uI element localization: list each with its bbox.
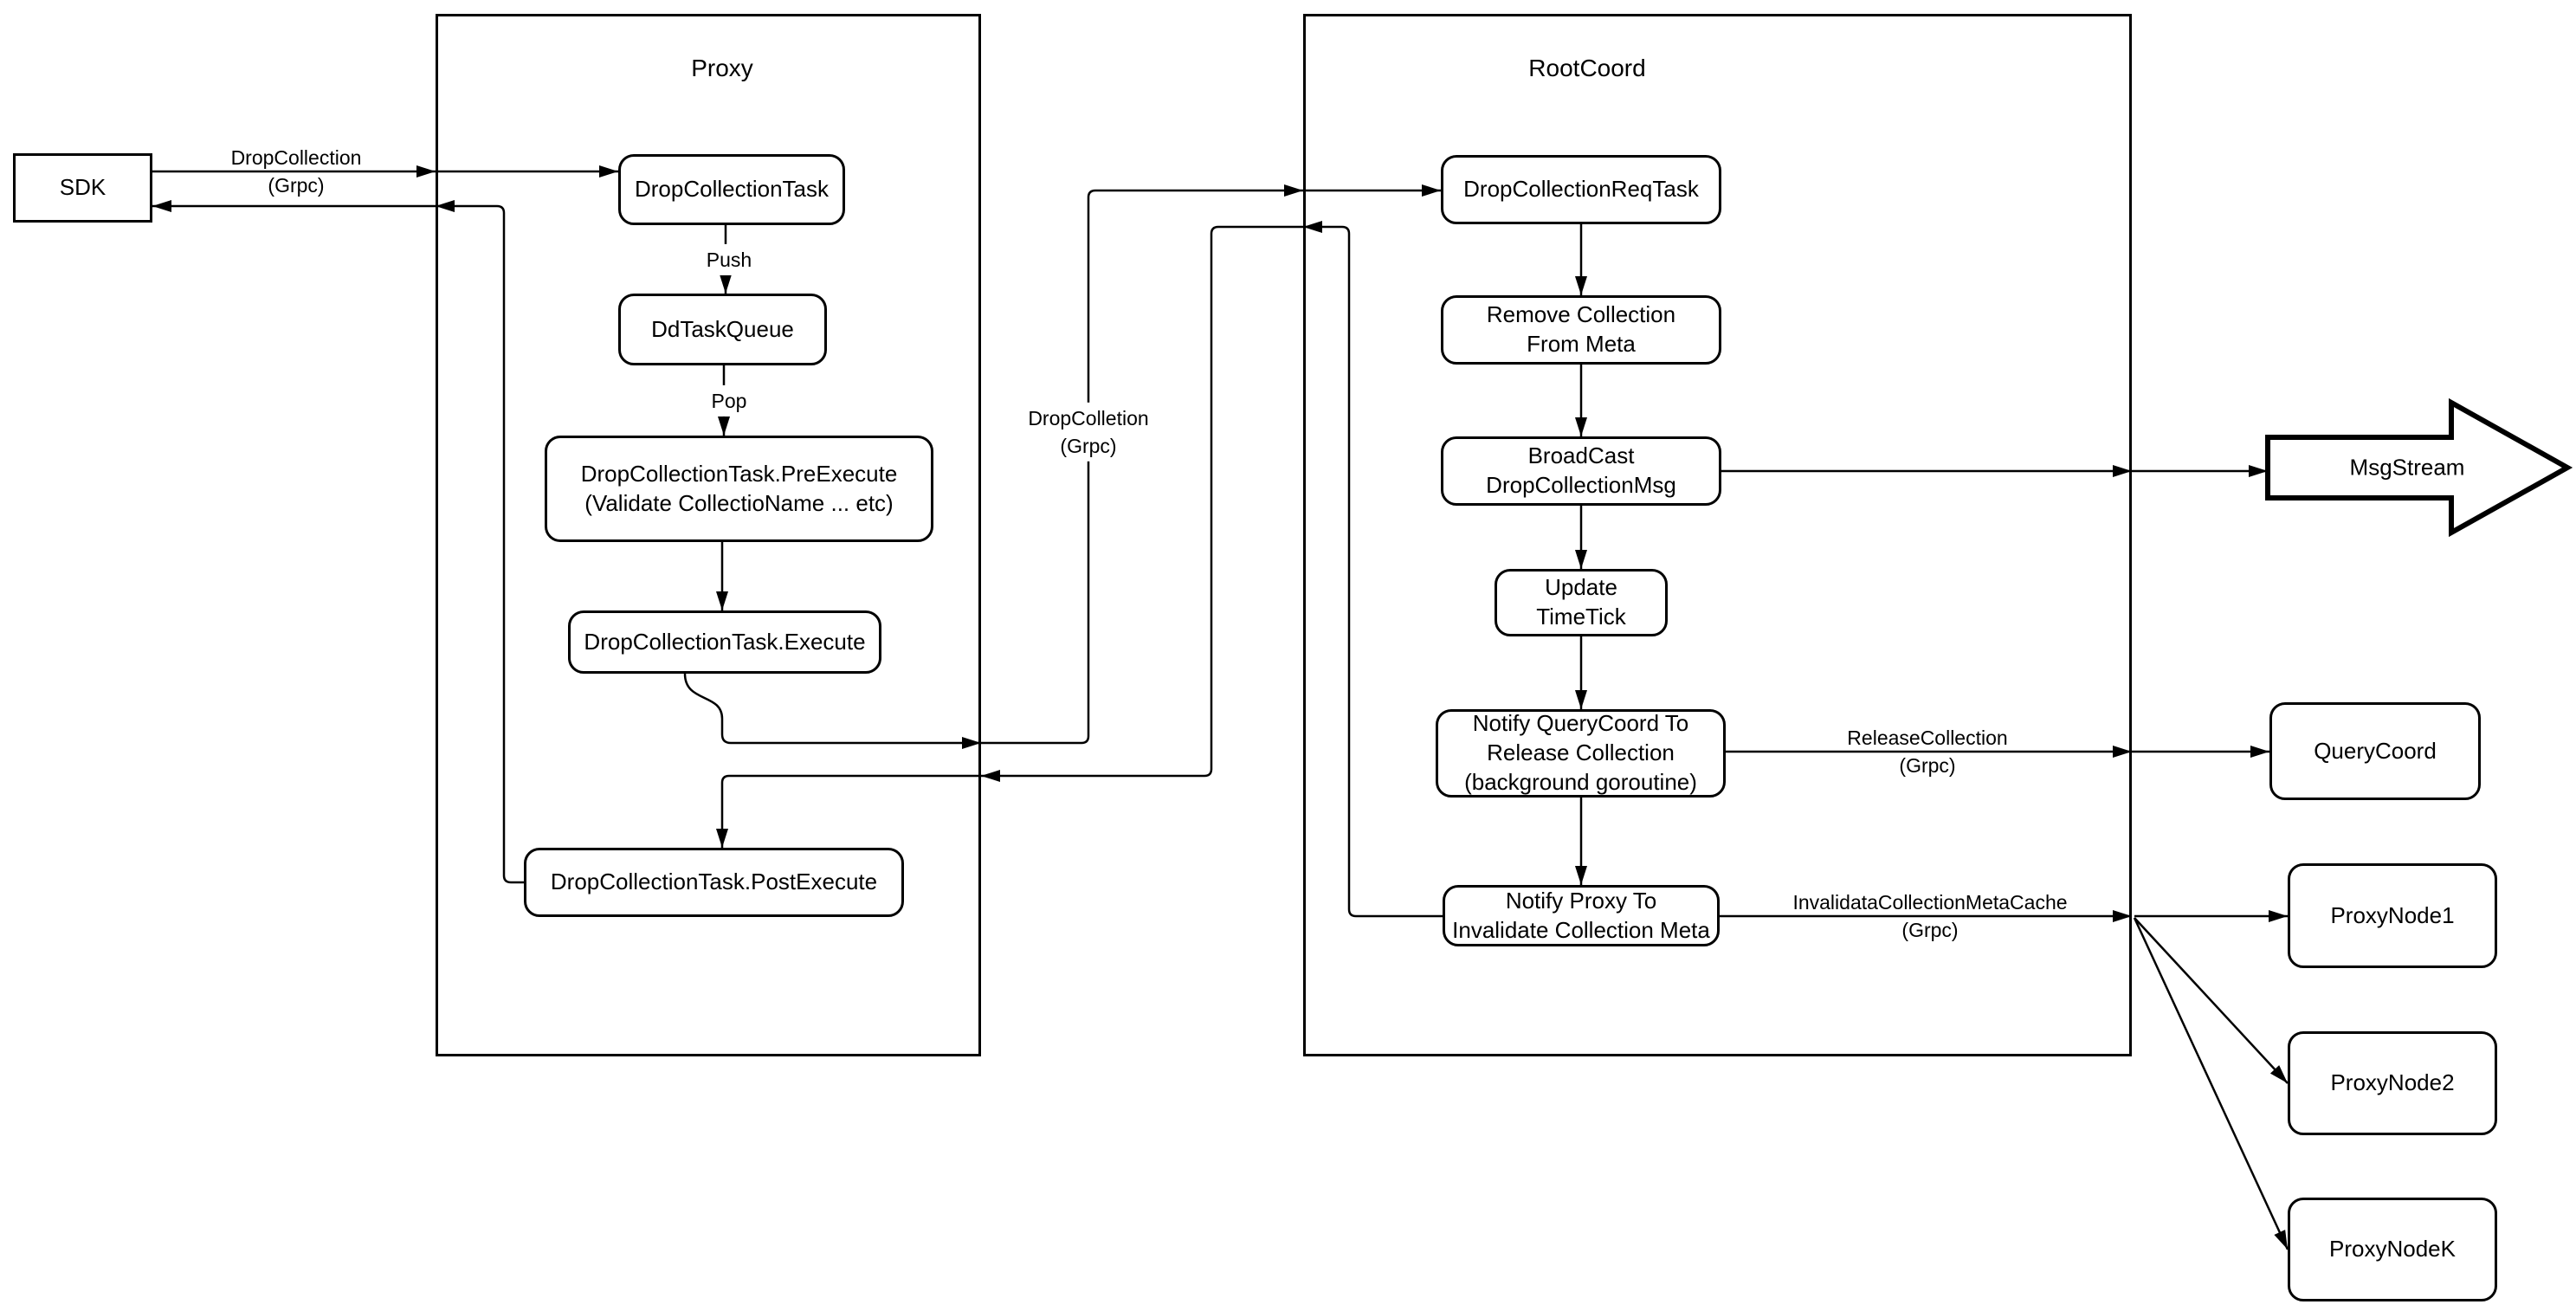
node-proxy-node-k: ProxyNodeK	[2288, 1198, 2497, 1301]
msgstream-label: MsgStream	[2349, 454, 2465, 481]
node-post-execute: DropCollectionTask.PostExecute	[524, 848, 904, 917]
node-query-coord: QueryCoord	[2269, 702, 2481, 800]
node-notify-querycoord: Notify QueryCoord To Release Collection …	[1436, 709, 1726, 798]
edge-notifyproxy-to-rootcoord-edge	[1303, 221, 1443, 918]
container-proxy-title: Proxy	[691, 55, 753, 81]
node-pre-execute: DropCollectionTask.PreExecute (Validate …	[545, 436, 933, 542]
edge-fanout-proxynodek	[2133, 917, 2289, 1250]
node-drop-collection-req-task: DropCollectionReqTask	[1441, 155, 1721, 224]
edge-proxy-to-postexecute	[716, 774, 981, 848]
node-dd-task-queue: DdTaskQueue	[618, 294, 827, 365]
node-notify-proxy: Notify Proxy To Invalidate Collection Me…	[1443, 885, 1720, 946]
edge-label-pop: Pop	[704, 384, 754, 417]
edge-proxy-to-rootcoord-request	[981, 184, 1303, 745]
edge-label-releasecollection-grpc: ReleaseCollection (Grpc)	[1847, 726, 2008, 777]
edge-postexecute-to-proxy-edge	[436, 200, 524, 884]
edge-execute-to-proxy-edge	[683, 673, 981, 749]
node-broadcast-msg: BroadCast DropCollectionMsg	[1441, 436, 1721, 506]
edge-rootcoord-to-proxy-response	[981, 225, 1303, 782]
msgstream-arrow-shape	[2265, 397, 2573, 538]
node-remove-collection: Remove Collection From Meta	[1441, 295, 1721, 365]
edge-label-invalidatacollectionmetacache-grpc: InvalidataCollectionMetaCache (Grpc)	[1792, 890, 2068, 941]
edge-label-dropcolletion-grpc: DropColletion (Grpc)	[1021, 402, 1156, 462]
node-proxy-node-2: ProxyNode2	[2288, 1031, 2497, 1135]
edge-label-sdk-dropcollection-grpc: DropCollection (Grpc)	[230, 145, 362, 197]
container-proxy	[436, 14, 981, 1056]
edge-label-push: Push	[699, 243, 759, 276]
node-sdk: SDK	[13, 153, 152, 223]
node-proxy-node-1: ProxyNode1	[2288, 863, 2497, 968]
container-rootcoord	[1303, 14, 2132, 1056]
node-update-timetick: Update TimeTick	[1495, 569, 1668, 636]
edge-fanout-proxynode2	[2134, 917, 2289, 1084]
container-rootcoord-title: RootCoord	[1528, 55, 1646, 81]
node-drop-collection-task: DropCollectionTask	[618, 154, 845, 225]
node-execute: DropCollectionTask.Execute	[568, 610, 881, 674]
